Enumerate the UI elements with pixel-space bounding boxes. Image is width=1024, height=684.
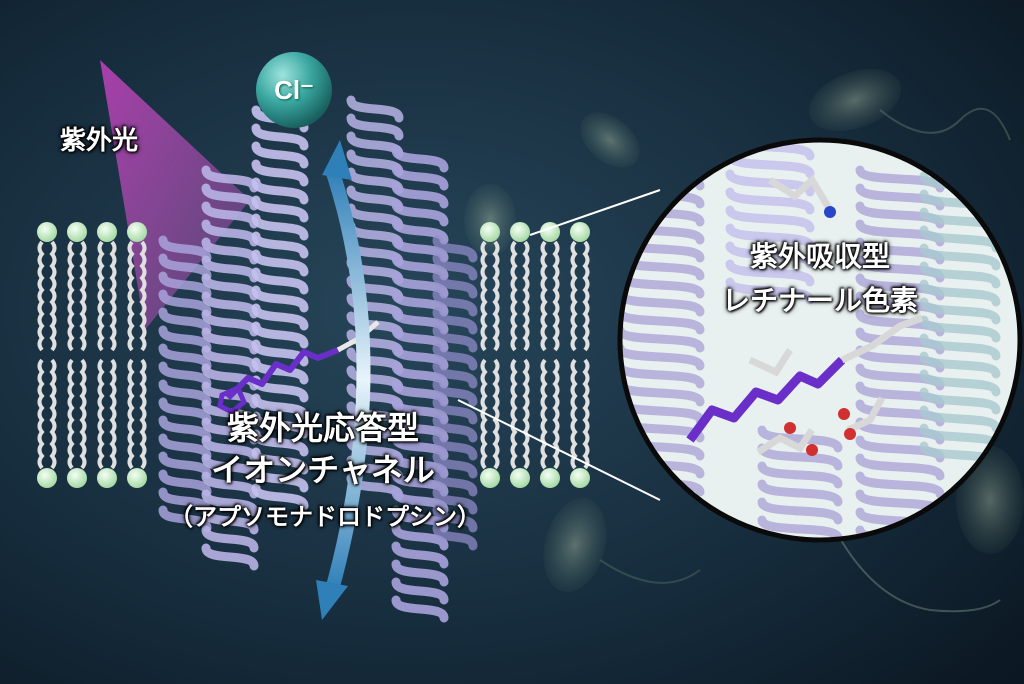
zoom-line-bottom <box>457 399 661 501</box>
channel-title-line1: 紫外光応答型 <box>226 409 419 447</box>
chloride-ion-sphere <box>256 52 332 128</box>
chromophore-label-line1: 紫外吸収型 <box>749 240 890 273</box>
channel-title-line2: イオンチャネル <box>211 451 435 489</box>
uv-light-label: 紫外光 <box>60 126 139 156</box>
chloride-ion-label: Cl⁻ <box>274 75 314 105</box>
background-cells <box>464 68 1024 613</box>
zoom-line-top <box>529 189 661 236</box>
inset-retinal <box>686 356 846 443</box>
protein-helices <box>158 95 478 623</box>
uv-light-beam <box>100 60 250 330</box>
chromophore-label-line2: レチナール色素 <box>721 284 918 317</box>
lipid-membrane-left <box>37 222 147 488</box>
ion-transport-arrow <box>316 140 371 620</box>
channel-title-line3: （アプソモナドロドプシン） <box>169 503 481 531</box>
